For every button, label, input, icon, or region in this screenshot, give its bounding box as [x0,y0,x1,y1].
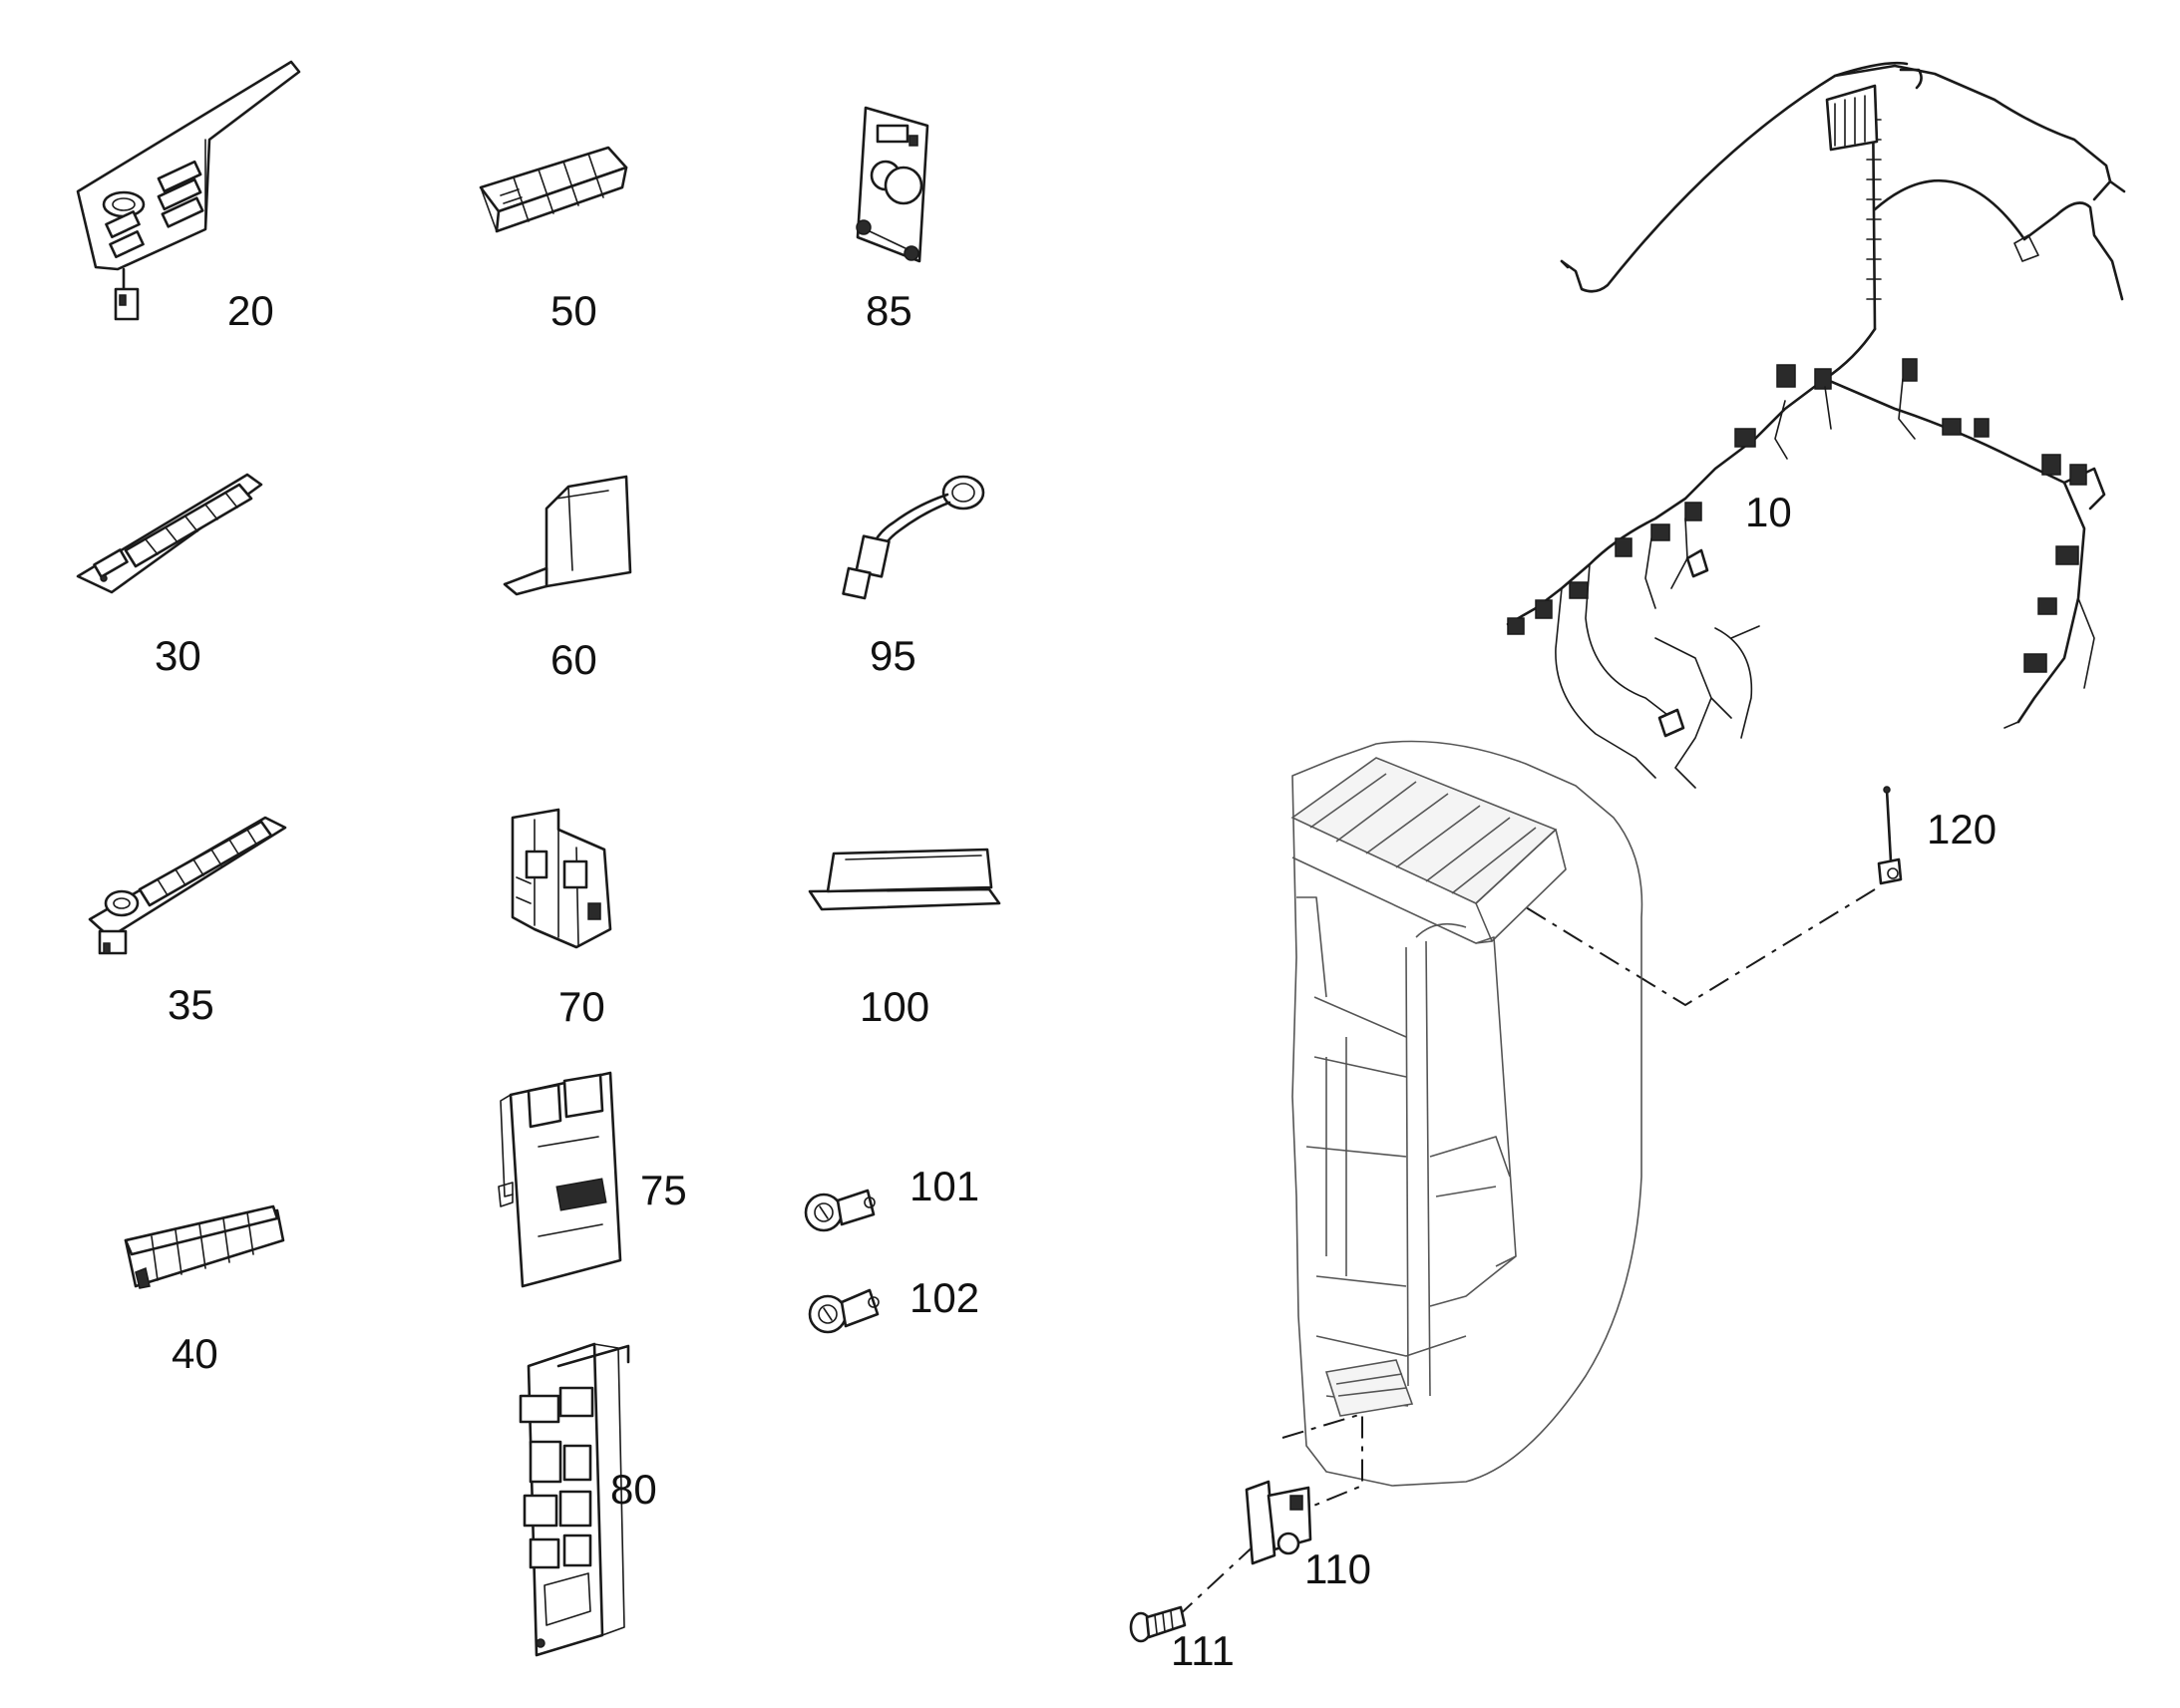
callout-75: 75 [640,1167,687,1213]
part-101-bulb [804,1189,876,1232]
callout-111: 111 [1171,1627,1235,1674]
part-110-switch [1245,1480,1312,1565]
part-100-lamp [808,848,1001,911]
cab-outline [1290,740,1643,1487]
part-95-lamp-socket [842,475,985,600]
part-40-switch-strip [124,1204,285,1289]
callout-100: 100 [860,983,929,1030]
callout-50: 50 [550,287,597,334]
callout-30: 30 [155,632,201,679]
callout-80: 80 [610,1466,657,1513]
part-80-fuse-board [519,1342,630,1657]
callout-10: 10 [1745,489,1792,535]
callout-95: 95 [870,632,916,679]
part-102-bulb [808,1288,880,1334]
part-30-switch-strip [76,473,263,594]
part-20-switch-panel [76,60,301,321]
callout-35: 35 [168,981,214,1028]
part-35-switch-strip [88,816,287,955]
part-111-screw [1129,1605,1187,1643]
leader-line-111 [1176,1515,1287,1618]
callout-85: 85 [866,287,912,334]
part-50-switch-block [479,146,628,233]
callout-60: 60 [550,636,597,683]
callout-20: 20 [227,287,274,334]
callout-40: 40 [172,1330,218,1377]
callout-102: 102 [909,1274,979,1321]
part-70-relay-holder [511,808,612,949]
callout-70: 70 [558,983,605,1030]
part-85-mounting-plate [856,106,929,263]
part-60-cover [503,475,632,596]
callout-110: 110 [1304,1545,1371,1592]
leader-line-110 [1281,1412,1363,1519]
part-10-wiring-harness [1506,61,2126,789]
callout-120: 120 [1927,806,1997,853]
part-120-antenna [1877,786,1903,885]
leader-line-120 [1525,888,1876,1007]
part-75-ecu [498,1071,622,1288]
callout-101: 101 [909,1163,979,1209]
